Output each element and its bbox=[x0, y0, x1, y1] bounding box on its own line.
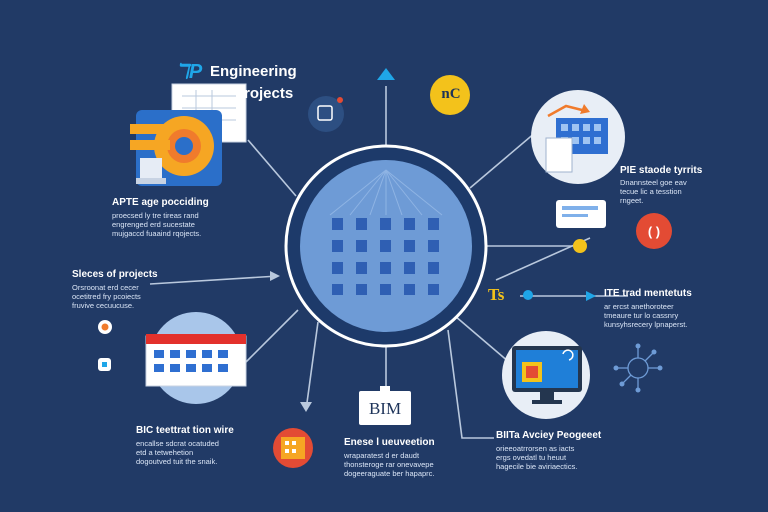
section-text-bottom-center-1: wraparatest d er daudt bbox=[344, 451, 420, 460]
down-arrow-icon bbox=[300, 402, 312, 412]
section-text-top-left-2: engrenged erd sucestate bbox=[112, 220, 195, 229]
monitor-circle-icon bbox=[502, 331, 590, 419]
section-text-bottom-left-3: dogoutved tuit the snaik. bbox=[136, 457, 218, 466]
section-heading-mid-right: ITE trad mentetuts bbox=[604, 288, 692, 299]
connector-top-left bbox=[247, 139, 297, 197]
center-structure-lines bbox=[329, 169, 443, 216]
section-text-mid-right-3: kunsyhsrecery lpnaperst. bbox=[604, 320, 688, 329]
section-heading-mid-left: Sleces of projects bbox=[72, 269, 158, 280]
section-text-mid-right-1: ar ercst anethoroteer bbox=[604, 302, 674, 311]
nc-badge-label: nC bbox=[441, 86, 461, 102]
shop-icon bbox=[308, 96, 344, 132]
connector-bottom-left bbox=[237, 309, 299, 371]
page-title-line1: Engineering bbox=[210, 63, 297, 80]
building-circle-icon bbox=[531, 90, 625, 184]
connector-bottom-right bbox=[447, 329, 494, 439]
gear-machine-illustration bbox=[130, 83, 247, 186]
section-text-mid-left-1: Orsroonat erd cecer bbox=[72, 283, 139, 292]
section-text-top-left-3: mujgaccd fuaaind rqojects. bbox=[112, 229, 202, 238]
section-text-top-right-3: rngeet. bbox=[620, 196, 644, 205]
yellow-node-icon bbox=[573, 239, 587, 253]
left-arrow-icon bbox=[270, 271, 280, 281]
section-text-mid-right-2: tmeaure tur lo cassnry bbox=[604, 311, 679, 320]
section-heading-top-left: APTE age pocciding bbox=[112, 197, 209, 208]
section-heading-top-right: PIE staode tyrrits bbox=[620, 165, 703, 176]
right-arrow-icon bbox=[586, 291, 596, 301]
section-text-bottom-center-3: dogeeraguate ber hapaprc. bbox=[344, 469, 435, 478]
section-heading-bottom-right: BIITa Avciey Peogeeet bbox=[496, 430, 602, 441]
connector-lines bbox=[149, 86, 628, 439]
up-arrow-icon bbox=[377, 68, 395, 80]
center-hub bbox=[284, 144, 488, 348]
page-title-line2: rojects bbox=[244, 85, 294, 102]
svg-text:( ): ( ) bbox=[648, 224, 660, 239]
section-text-mid-left-2: ocetitred fry pcoiects bbox=[72, 292, 141, 301]
bim-label: BIM bbox=[359, 391, 411, 425]
section-text-bottom-right-2: ergs ovedatl tu heuut bbox=[496, 453, 567, 462]
ts-mark: Ts bbox=[488, 285, 505, 304]
section-text-bottom-right-1: orieeoatrrorsen as iacts bbox=[496, 444, 575, 453]
section-heading-bottom-center: Enese l ueuveetion bbox=[344, 437, 435, 448]
calendar-circle-icon bbox=[145, 312, 247, 404]
section-text-bottom-left-1: encallse sdcrat ocatuded bbox=[136, 439, 219, 448]
blue-node-icon bbox=[523, 290, 533, 300]
section-text-top-right-2: tecue lic a tesstion bbox=[620, 187, 682, 196]
section-text-bottom-left-2: etd a tetwehetion bbox=[136, 448, 194, 457]
code-icon bbox=[636, 213, 672, 249]
section-text-bottom-center-2: thonsteroge rar onevavepe bbox=[344, 460, 434, 469]
center-building-grid bbox=[332, 218, 439, 295]
section-text-bottom-right-3: hagecile bie aviriaectics. bbox=[496, 462, 578, 471]
section-text-top-left-1: proecsed ly tre tireas rand bbox=[112, 211, 199, 220]
section-text-mid-left-3: fruvive cecuucuse. bbox=[72, 301, 135, 310]
connector-bottom-left-2 bbox=[305, 321, 319, 411]
nc-badge bbox=[430, 75, 470, 115]
logo-mark: ℸP bbox=[176, 61, 203, 83]
connector-mid-left bbox=[149, 275, 279, 285]
section-heading-bottom-left: BIC teettrat tion wire bbox=[136, 425, 234, 436]
connector-top-right bbox=[469, 131, 537, 189]
section-text-top-right-1: Dnannsteel goe eav bbox=[620, 178, 687, 187]
